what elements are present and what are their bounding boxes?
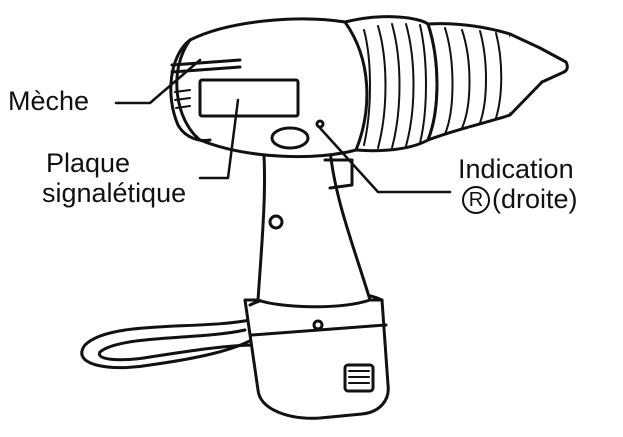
label-plaque-line1: Plaque xyxy=(46,148,130,178)
label-indication-line1: Indication xyxy=(458,154,574,184)
label-plaque-line2: signalétique xyxy=(42,178,186,208)
chuck xyxy=(428,24,567,140)
label-indication-line2: (droite) xyxy=(492,184,578,214)
circled-r-symbol: R xyxy=(462,186,490,214)
wrist-strap xyxy=(82,320,255,368)
label-meche: Mèche xyxy=(8,86,89,116)
label-indication: Indication R(droite) xyxy=(458,154,578,214)
label-indication-line2-wrap: R(droite) xyxy=(462,184,578,214)
label-plaque-signaletique: Plaque signalétique xyxy=(46,148,186,208)
battery-pack xyxy=(245,291,388,418)
drill-body xyxy=(171,19,370,157)
drill-handle xyxy=(258,130,370,329)
label-meche-text: Mèche xyxy=(8,86,89,116)
